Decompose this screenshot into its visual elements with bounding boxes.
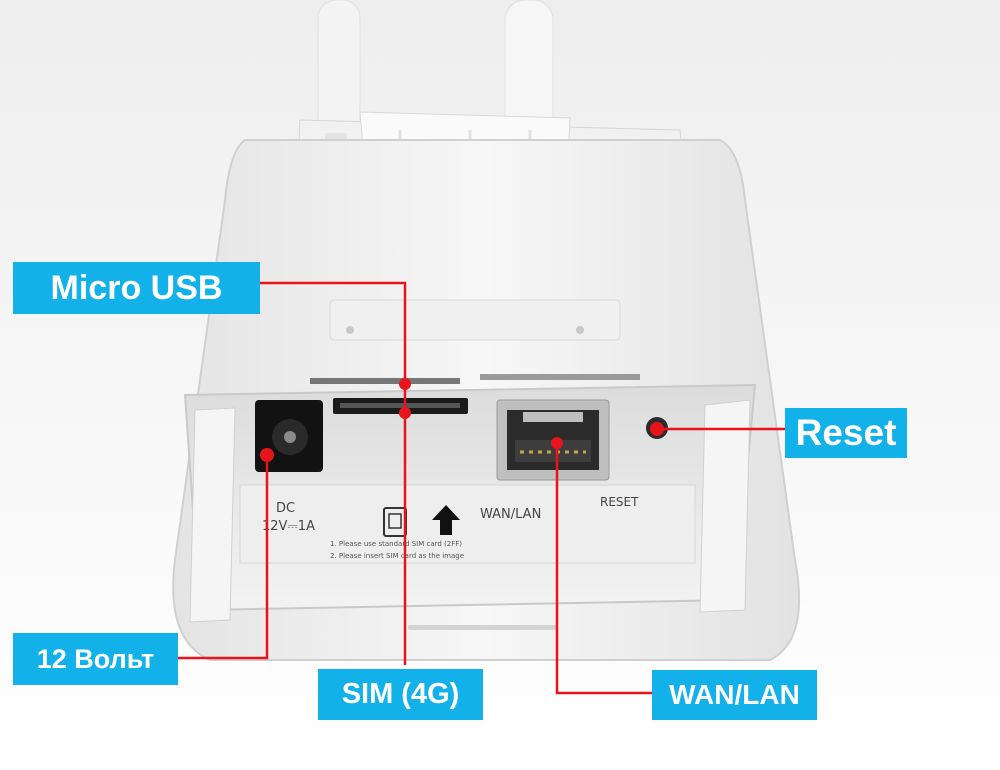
callout-12-volt: 12 Вольт	[36, 643, 155, 674]
leader-dots	[260, 378, 664, 462]
sticker-line-2: 2. Please insert SIM card as the image	[330, 552, 464, 560]
sticker-line-1: 1. Please use standard SIM card (2FF)	[330, 540, 462, 548]
sticker-wan-text: WAN/LAN	[480, 507, 541, 522]
callout-micro-usb: Micro USB	[50, 268, 223, 307]
callout-reset: Reset	[795, 412, 897, 453]
callout-wan-lan: WAN/LAN	[669, 679, 800, 710]
sticker-dc-text: DC	[276, 501, 295, 516]
leader-lines	[178, 281, 785, 695]
port-sticker	[239, 484, 696, 564]
sticker-rating-text: 12V⎓1A	[262, 519, 315, 534]
insert-arrow-icon	[432, 505, 460, 535]
callout-sim-4g: SIM (4G)	[341, 678, 460, 710]
sim-card-slot	[333, 398, 468, 414]
sticker-reset-text: RESET	[600, 495, 639, 509]
